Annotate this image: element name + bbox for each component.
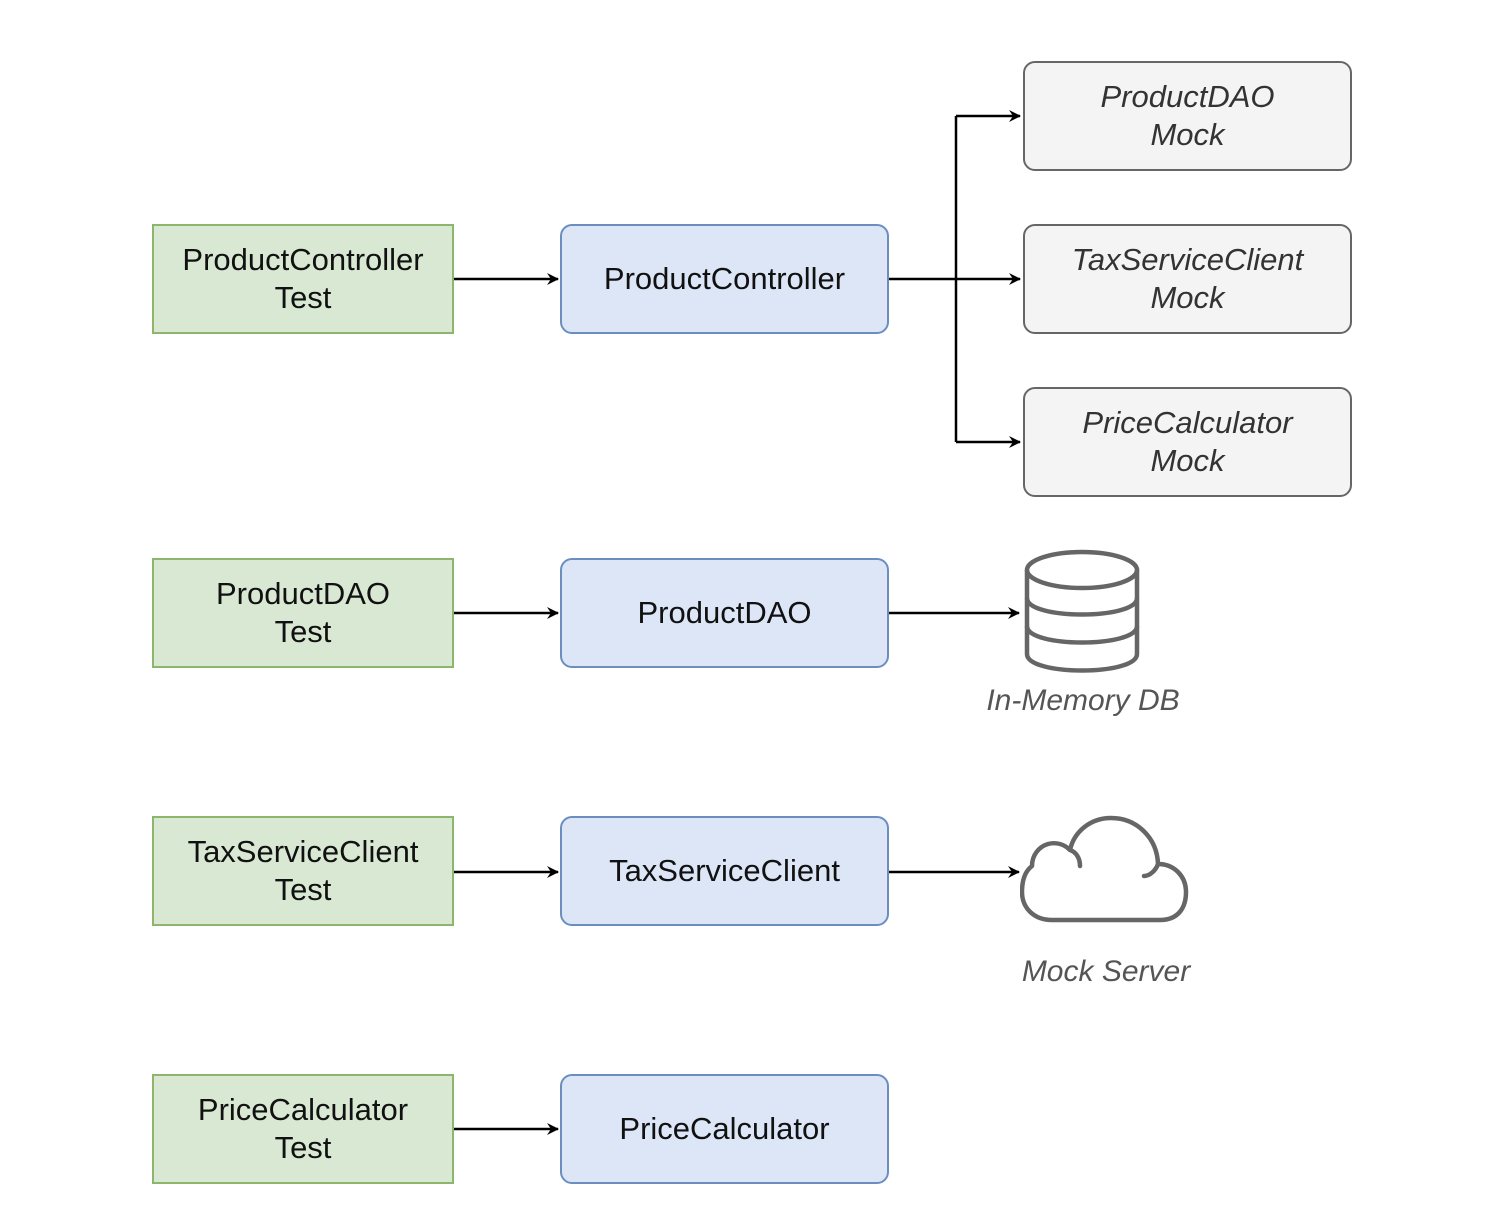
taxserviceclient-test-line2: Test xyxy=(274,872,332,907)
pricecalculator-test-box: PriceCalculator Test xyxy=(152,1074,454,1184)
mock-server-label: Mock Server xyxy=(1021,955,1191,988)
cloud-icon xyxy=(1020,815,1189,923)
pricecalculator-test-line2: Test xyxy=(274,1130,332,1165)
productdao-box: ProductDAO xyxy=(560,558,889,668)
pricecalculator-test-line1: PriceCalculator xyxy=(197,1092,409,1127)
taxserviceclient-mock-line2: Mock xyxy=(1150,280,1225,315)
productcontroller-test-line2: Test xyxy=(274,280,332,315)
pricecalculator-label: PriceCalculator xyxy=(619,1111,830,1146)
productdao-mock-line2: Mock xyxy=(1150,117,1225,152)
taxserviceclient-box: TaxServiceClient xyxy=(560,816,889,926)
taxserviceclient-label: TaxServiceClient xyxy=(609,853,840,888)
taxserviceclient-test-box: TaxServiceClient Test xyxy=(152,816,454,926)
productcontroller-test-line1: ProductController xyxy=(182,242,424,277)
database-icon xyxy=(1024,549,1140,673)
pricecalculator-box: PriceCalculator xyxy=(560,1074,889,1184)
productdao-test-line1: ProductDAO xyxy=(215,576,390,611)
productdao-mock-box: ProductDAO Mock xyxy=(1023,61,1352,171)
productdao-test-box: ProductDAO Test xyxy=(152,558,454,668)
taxserviceclient-test-line1: TaxServiceClient xyxy=(187,834,419,869)
pricecalculator-mock-box: PriceCalculator Mock xyxy=(1023,387,1352,497)
productcontroller-label: ProductController xyxy=(603,261,846,296)
productdao-test-line2: Test xyxy=(274,614,332,649)
pricecalculator-mock-line1: PriceCalculator xyxy=(1082,405,1293,440)
productcontroller-test-box: ProductController Test xyxy=(152,224,454,334)
in-memory-db-label: In-Memory DB xyxy=(986,684,1180,717)
pricecalculator-mock-line2: Mock xyxy=(1150,443,1225,478)
taxserviceclient-mock-box: TaxServiceClient Mock xyxy=(1023,224,1352,334)
productdao-mock-line1: ProductDAO xyxy=(1100,79,1275,114)
productcontroller-box: ProductController xyxy=(560,224,889,334)
taxserviceclient-mock-line1: TaxServiceClient xyxy=(1071,242,1304,277)
productdao-label: ProductDAO xyxy=(637,595,812,630)
